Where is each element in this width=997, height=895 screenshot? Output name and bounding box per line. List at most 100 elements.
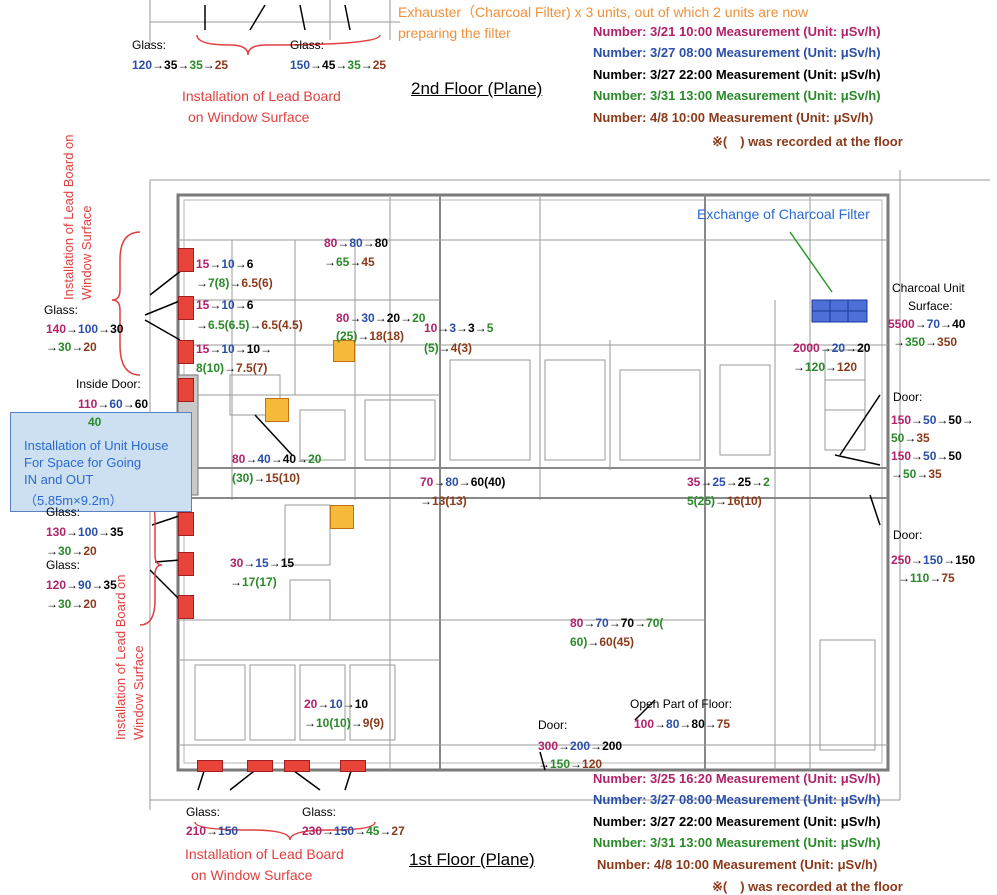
- inside-door-label: Inside Door:: [76, 377, 141, 391]
- f2-legend-note: ※( ) was recorded at the floor: [712, 134, 903, 149]
- reading-d150b-l1: 150→50→50: [891, 449, 962, 463]
- door-label: Door:: [893, 528, 923, 542]
- reading-r80c-l1: 80→40→40→20: [232, 452, 322, 466]
- reading-r20-l2: →10(10)→9(9): [304, 716, 385, 730]
- f2-legend-4: Number: 3/31 13:00 Measurement (Unit: μS…: [593, 88, 881, 103]
- f1-legend-5: Number: 4/8 10:00 Measurement (Unit: μSv…: [597, 857, 878, 872]
- f1-legend-1: Number: 3/25 16:20 Measurement (Unit: μS…: [593, 771, 881, 786]
- lead-board: [178, 512, 194, 536]
- charcoal-label-1: Charcoal Unit: [892, 281, 965, 295]
- reading-g230: 230→150→45→27: [302, 824, 405, 838]
- reading-r80d-l1: 80→70→70→70(: [570, 616, 664, 630]
- f2-lead-note-line1: Installation of Lead Board: [182, 88, 341, 104]
- reading-g140-l1: 140→100→30: [46, 322, 124, 336]
- f1-legend-3: Number: 3/27 22:00 Measurement (Unit: μS…: [593, 814, 881, 829]
- glass-label: Glass:: [302, 805, 337, 819]
- top-note-line2: preparing the filter: [398, 25, 511, 41]
- unit-house-line3: IN and OUT: [24, 472, 94, 487]
- reading-r70-l1: 70→80→60(40): [420, 475, 506, 489]
- f1-lead-note-line1: Installation of Lead Board: [185, 846, 344, 862]
- lead-board: [178, 340, 194, 364]
- f2-glass-right-values: 150→45→35→25: [290, 58, 387, 72]
- reading-r80top-l1: 80→80→80: [324, 236, 389, 250]
- glass-label: Glass:: [44, 303, 79, 317]
- reading-door110-l1: 110→60→60: [78, 397, 149, 411]
- f1-vertical-lead-top: Installation of Lead Board on Window Sur…: [61, 134, 94, 300]
- f1-lead-note-line2: on Window Surface: [191, 867, 313, 883]
- reading-r30-l1: 30→15→15: [230, 556, 295, 570]
- lead-board: [247, 760, 273, 772]
- reading-r15a-l1: 15→10→6: [196, 257, 254, 271]
- reading-r2000-l2: →120→120: [793, 360, 858, 374]
- reading-g140-l2: →30→20: [46, 340, 97, 354]
- reading-d150a-l2: 50→35: [891, 431, 930, 445]
- reading-r5500-l2: →350→350: [893, 335, 958, 349]
- reading-d300-l1: 300→200→200: [538, 739, 623, 753]
- f2-legend-2: Number: 3/27 08:00 Measurement (Unit: μS…: [593, 45, 881, 60]
- f2-glass-left-values: 120→35→35→25: [132, 58, 229, 72]
- reading-r10-l2: (5)→4(3): [424, 341, 473, 355]
- reading-door110-l2: 40: [88, 415, 102, 429]
- reading-r5500-l1: 5500→70→40: [888, 317, 966, 331]
- reading-g130-l1: 130→100→35: [46, 525, 124, 539]
- reading-r70-l2: →13(13): [420, 494, 467, 508]
- reading-r15c-l2: 8(10)→7.5(7): [196, 361, 268, 375]
- unit-house-line1: Installation of Unit House: [24, 438, 169, 453]
- reading-d150a-l1: 150→50→50→: [891, 413, 974, 427]
- f1-vertical-lead-bottom: Installation of Lead Board on Window Sur…: [113, 574, 146, 740]
- door-label: Door:: [893, 390, 923, 404]
- f2-legend-3: Number: 3/27 22:00 Measurement (Unit: μS…: [593, 67, 881, 82]
- lead-board: [284, 760, 310, 772]
- f1-caption: 1st Floor (Plane): [409, 850, 535, 869]
- f2-caption: 2nd Floor (Plane): [411, 79, 543, 98]
- glass-label: Glass:: [46, 505, 81, 519]
- f2-glass-left-label: Glass:: [132, 38, 167, 52]
- door-label: Door:: [538, 718, 568, 732]
- lead-board: [197, 760, 223, 772]
- f1-legend-2: Number: 3/27 08:00 Measurement (Unit: μS…: [593, 792, 881, 807]
- reading-d150b-l2: →50→35: [891, 467, 942, 481]
- reading-g130-l2: →30→20: [46, 544, 97, 558]
- reading-d250-l2: →110→75: [898, 571, 955, 585]
- reading-r80b-l1: 80→30→20→20: [336, 311, 426, 325]
- reading-r15a-l2: →7(8)→6.5(6): [196, 276, 273, 290]
- f2-glass-right-label: Glass:: [290, 38, 325, 52]
- reading-r35-l1: 35→25→25→2: [687, 475, 770, 489]
- reading-r2000-l1: 2000→20→20: [793, 341, 871, 355]
- reading-r80c-l2: (30)→15(10): [232, 471, 301, 485]
- lead-board: [178, 296, 194, 320]
- reading-r15c-l1: 15→10→10→: [196, 342, 273, 356]
- exchange-charcoal-note: Exchange of Charcoal Filter: [697, 206, 870, 222]
- f1-legend-4: Number: 3/31 13:00 Measurement (Unit: μS…: [593, 835, 881, 850]
- glass-label: Glass:: [186, 805, 221, 819]
- reading-r10-l1: 10→3→3→5: [424, 321, 494, 335]
- reading-r15b-l1: 15→10→6: [196, 298, 254, 312]
- lead-board: [178, 378, 194, 402]
- reading-d300-l2: →150→120: [538, 757, 603, 771]
- reading-g210: 210→150: [186, 824, 239, 838]
- f2-legend-1: Number: 3/21 10:00 Measurement (Unit: μS…: [593, 24, 881, 39]
- reading-r15b-l2: →6.5(6.5)→6.5(4.5): [196, 318, 303, 332]
- unit-house-box: [10, 412, 192, 512]
- equipment-box: [333, 340, 355, 362]
- equipment-box: [265, 398, 289, 422]
- unit-house-line4: （5.85m×9.2m）: [24, 493, 123, 508]
- reading-r20-l1: 20→10→10: [304, 697, 369, 711]
- glass-label: Glass:: [46, 558, 81, 572]
- reading-d250-l1: 250→150→150: [891, 553, 976, 567]
- reading-r80b-l2: (25)→18(18): [336, 329, 405, 343]
- open-floor-label: Open Part of Floor:: [630, 697, 733, 711]
- lead-board: [178, 552, 194, 576]
- lead-board: [340, 760, 366, 772]
- reading-r80top-l2: →65→45: [324, 255, 375, 269]
- reading-r80d-l2: 60)→60(45): [570, 635, 635, 649]
- f2-lead-note-line2: on Window Surface: [188, 109, 310, 125]
- reading-g120-l1: 120→90→35: [46, 578, 117, 592]
- lead-board: [178, 248, 194, 272]
- reading-r30-l2: →17(17): [230, 575, 277, 589]
- lead-board: [178, 595, 194, 619]
- f1-legend-note: ※( ) was recorded at the floor: [712, 879, 903, 894]
- equipment-box: [330, 505, 354, 529]
- reading-r35-l2: 5(25)→16(10): [687, 494, 762, 508]
